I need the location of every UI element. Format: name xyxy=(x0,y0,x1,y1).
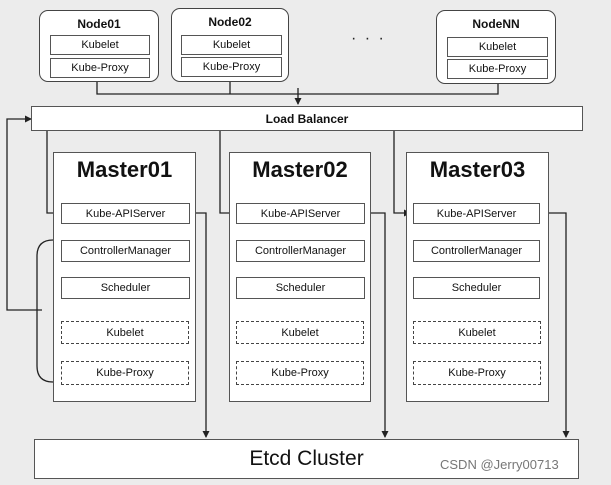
node01-title: Node01 xyxy=(77,17,121,31)
nodenn-to-lb-line xyxy=(298,84,499,95)
master03-title: Master03 xyxy=(429,157,526,182)
node02-kube-proxy: Kube-Proxy xyxy=(181,57,282,77)
master01-brace xyxy=(36,239,54,383)
master03-controller-manager: ControllerManager xyxy=(413,240,540,262)
nodenn-kubelet: Kubelet xyxy=(447,37,548,57)
master01-kubelet: Kubelet xyxy=(61,321,189,344)
node02-box: Node02 Kubelet Kube-Proxy xyxy=(171,8,289,82)
master01-kube-proxy: Kube-Proxy xyxy=(61,361,189,385)
node02-title: Node02 xyxy=(208,15,252,29)
master01-kube-apiserver: Kube-APIServer xyxy=(61,203,190,224)
master02-kube-apiserver: Kube-APIServer xyxy=(236,203,365,224)
more-nodes-ellipsis: · · · xyxy=(351,30,386,47)
watermark: CSDN @Jerry00713 xyxy=(440,457,559,472)
master01-scheduler: Scheduler xyxy=(61,277,190,299)
etcd-cluster: Etcd Cluster xyxy=(34,439,579,479)
node01-kubelet: Kubelet xyxy=(50,35,150,55)
master01-title: Master01 xyxy=(76,157,173,182)
master02-kube-proxy: Kube-Proxy xyxy=(236,361,364,385)
nodenn-box: NodeNN Kubelet Kube-Proxy xyxy=(436,10,556,84)
load-balancer: Load Balancer xyxy=(31,106,583,131)
node01-box: Node01 Kubelet Kube-Proxy xyxy=(39,10,159,82)
master02-title: Master02 xyxy=(252,157,348,182)
master02-controller-manager: ControllerManager xyxy=(236,240,365,262)
master02-scheduler: Scheduler xyxy=(236,277,365,299)
nodenn-kube-proxy: Kube-Proxy xyxy=(447,59,548,79)
master03-kube-proxy: Kube-Proxy xyxy=(413,361,541,385)
master03-kube-apiserver: Kube-APIServer xyxy=(413,203,540,224)
master01-controller-manager: ControllerManager xyxy=(61,240,190,262)
node02-kubelet: Kubelet xyxy=(181,35,282,55)
master03-kubelet: Kubelet xyxy=(413,321,541,344)
node01-kube-proxy: Kube-Proxy xyxy=(50,58,150,78)
master02-kubelet: Kubelet xyxy=(236,321,364,344)
nodenn-title: NodeNN xyxy=(472,17,520,31)
feedback-loop-line xyxy=(6,115,42,311)
node01-to-lb-line xyxy=(96,82,298,95)
master03-scheduler: Scheduler xyxy=(413,277,540,299)
